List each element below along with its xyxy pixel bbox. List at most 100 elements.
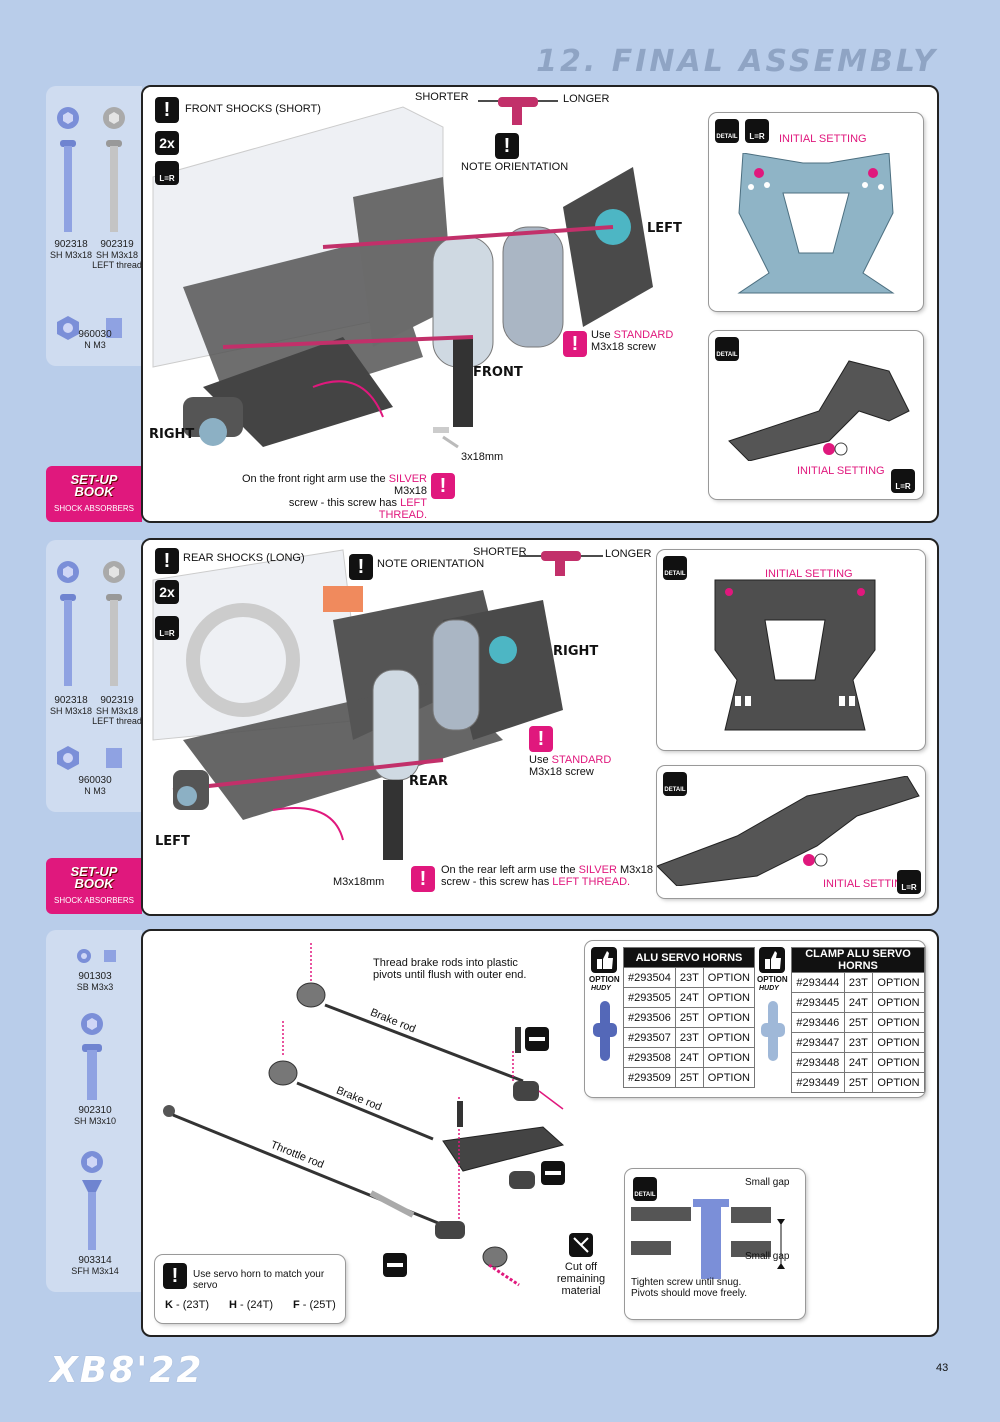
hudy-logo: HUDY bbox=[759, 985, 779, 992]
note-orientation-label: NOTE ORIENTATION bbox=[377, 558, 485, 570]
hex-wrench-icon bbox=[383, 1253, 407, 1277]
quantity-2x-icon: 2x bbox=[155, 131, 179, 155]
horn-h-code: H - (24T) bbox=[229, 1299, 274, 1311]
rear-hardware-icon bbox=[57, 561, 125, 770]
thumbs-up-icon bbox=[759, 947, 785, 973]
detail-magnifier-icon: DETAIL bbox=[715, 119, 739, 143]
left-thread-note: On the front right arm use the SILVER M3… bbox=[241, 473, 427, 521]
front-arm-detail: DETAIL INITIAL SETTING L=R bbox=[709, 331, 923, 499]
warning-icon: ! bbox=[155, 548, 179, 574]
screw-size-label: M3x18mm bbox=[333, 876, 385, 888]
parts-column-rear bbox=[46, 540, 142, 812]
warning-icon: ! bbox=[495, 133, 519, 159]
detail-magnifier-icon: DETAIL bbox=[663, 772, 687, 796]
front-shocks-title: FRONT SHOCKS (SHORT) bbox=[185, 103, 321, 115]
detail-magnifier-icon: DETAIL bbox=[633, 1177, 657, 1201]
pivot-gap-detail: DETAIL Small gap Small gap Tighten screw… bbox=[625, 1169, 805, 1319]
alu-servo-horn-icon bbox=[593, 1001, 617, 1061]
warning-icon: ! bbox=[563, 331, 587, 357]
parts-column-servo bbox=[46, 930, 142, 1292]
rear-shocks-panel: ! REAR SHOCKS (LONG) 2x L=R ! NOTE ORIEN… bbox=[141, 538, 939, 916]
page-title: 12. FINAL ASSEMBLY bbox=[536, 44, 938, 79]
rear-shocks-title: REAR SHOCKS (LONG) bbox=[183, 552, 305, 564]
longer-label: LONGER bbox=[563, 93, 610, 105]
product-logo: XB8'22 bbox=[50, 1350, 204, 1391]
front-hardware-icon bbox=[57, 107, 125, 340]
front-direction-label: FRONT bbox=[473, 365, 523, 380]
warning-icon: ! bbox=[431, 473, 455, 499]
option-label: OPTION bbox=[757, 975, 788, 984]
left-right-same-icon: L=R bbox=[155, 161, 179, 185]
page-number: 43 bbox=[936, 1362, 949, 1374]
front-shock-assembly-illustration bbox=[143, 87, 703, 521]
shock-length-arrows-icon bbox=[478, 97, 558, 125]
hex-wrench-icon bbox=[541, 1161, 565, 1185]
hudy-logo: HUDY bbox=[591, 985, 611, 992]
thumbs-up-icon bbox=[591, 947, 617, 973]
left-thread-note: On the rear left arm use the SILVER M3x1… bbox=[441, 864, 653, 888]
clamp-servo-horn-icon bbox=[761, 1001, 785, 1061]
initial-setting-label: INITIAL SETTING bbox=[797, 465, 885, 477]
horn-f-code: F - (25T) bbox=[293, 1299, 336, 1311]
warning-icon: ! bbox=[155, 97, 179, 123]
longer-label: LONGER bbox=[605, 548, 652, 560]
warning-icon: ! bbox=[163, 1263, 187, 1289]
warning-icon: ! bbox=[529, 726, 553, 752]
left-right-same-icon: L=R bbox=[897, 870, 921, 894]
servo-match-note-box: ! Use servo horn to match your servo K -… bbox=[155, 1255, 345, 1323]
shock-tower-icon bbox=[737, 153, 895, 294]
left-right-same-icon: L=R bbox=[155, 616, 179, 640]
shock-length-arrows-icon bbox=[519, 551, 603, 576]
left-right-same-icon: L=R bbox=[745, 119, 769, 143]
small-gap-label: Small gap bbox=[745, 1251, 790, 1262]
parts-column-front bbox=[46, 86, 142, 366]
small-gap-label: Small gap bbox=[745, 1177, 790, 1188]
warning-icon: ! bbox=[349, 554, 373, 580]
hex-wrench-icon bbox=[525, 1027, 549, 1051]
initial-setting-label: INITIAL SETTING bbox=[765, 568, 853, 580]
suspension-arm-icon bbox=[728, 360, 910, 461]
right-direction-label: RIGHT bbox=[149, 427, 195, 442]
detail-magnifier-icon: DETAIL bbox=[663, 556, 687, 580]
right-direction-label: RIGHT bbox=[553, 644, 599, 659]
carbon-shock-tower-icon bbox=[714, 579, 876, 731]
tighten-screw-note: Tighten screw until snug.Pivots should m… bbox=[631, 1277, 747, 1299]
note-orientation-label: NOTE ORIENTATION bbox=[461, 161, 569, 173]
option-label: OPTION bbox=[589, 975, 620, 984]
warning-icon: ! bbox=[411, 866, 435, 892]
rear-suspension-arm-icon bbox=[657, 776, 920, 886]
table-header: ALU SERVO HORNS bbox=[623, 947, 755, 968]
initial-setting-label: INITIAL SETTING bbox=[779, 133, 867, 145]
rear-direction-label: REAR bbox=[409, 774, 448, 789]
brake-throttle-linkage-illustration bbox=[163, 943, 565, 1287]
rear-shock-tower-detail: DETAIL INITIAL SETTING bbox=[657, 550, 925, 750]
rear-arm-detail: DETAIL INITIAL SETTING L=R bbox=[657, 766, 925, 898]
pivot-gap-cross-section-icon bbox=[631, 1199, 785, 1279]
